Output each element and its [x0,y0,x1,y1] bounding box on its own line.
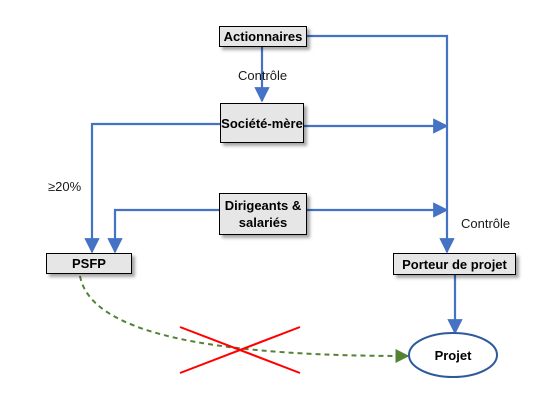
arrow-societe-mere-to-psfp [84,122,220,254]
porteur-de-projet-label: Porteur de projet [402,256,507,272]
dirigeants-label-line2: salariés [238,215,288,230]
psfp-box: PSFP [46,253,132,274]
actionnaires-box: Actionnaires [219,26,307,47]
arrow-dirigeants-to-psfp [107,208,219,254]
share-threshold-label: ≥20% [48,179,82,194]
psfp-label: PSFP [72,256,106,271]
projet-label: Projet [434,347,472,363]
red-cross-line-2 [179,326,301,374]
dirigeants-label-line1: Dirigeants & [224,198,302,213]
arrow-actionnaires-to-porteur [306,34,455,254]
porteur-de-projet-box: Porteur de projet [393,253,516,275]
controle-label-right: Contrôle [461,216,511,231]
dirigeants-box: Dirigeants & salariés [219,193,307,235]
dashed-arrow-psfp-to-projet [79,275,410,363]
controle-label-top: Contrôle [238,68,288,83]
societe-mere-label: Société-mère [221,115,303,131]
actionnaires-label: Actionnaires [223,29,303,44]
projet-ellipse [408,332,498,378]
societe-mere-box: Société-mère [220,103,304,143]
